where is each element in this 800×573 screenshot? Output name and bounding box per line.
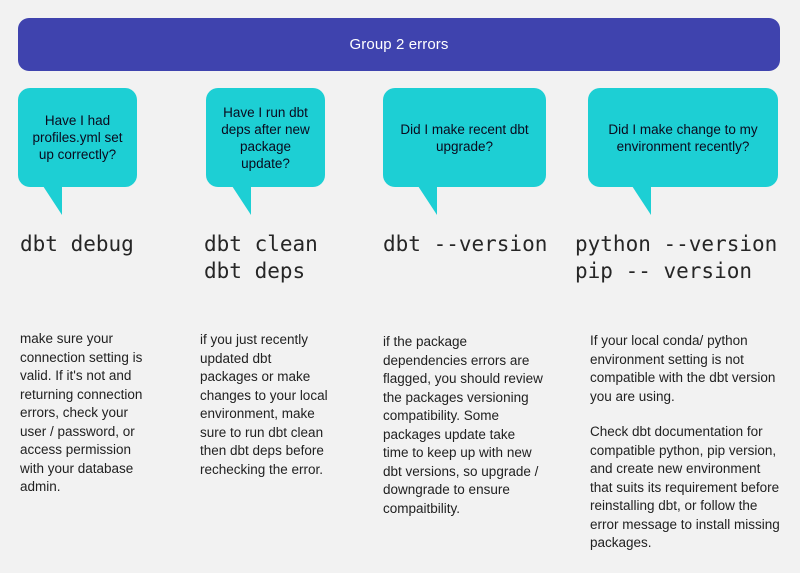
speech-bubble-1: Have I had profiles.yml set up correctly… xyxy=(18,88,137,187)
command-block-4: python --version pip -- version xyxy=(575,232,778,283)
description-paragraph: if you just recently updated dbt package… xyxy=(200,332,328,477)
speech-bubble-tail-3 xyxy=(418,186,437,215)
bubble-question-3: Did I make recent dbt upgrade? xyxy=(400,121,529,154)
page-title: Group 2 errors xyxy=(349,36,449,53)
bubble-question-1: Have I had profiles.yml set up correctly… xyxy=(32,113,123,162)
description-2: if you just recently updated dbt package… xyxy=(200,331,328,479)
description-4: If your local conda/ python environment … xyxy=(590,332,780,553)
description-paragraph: If your local conda/ python environment … xyxy=(590,333,776,404)
description-paragraph: Check dbt documentation for compatible p… xyxy=(590,424,780,550)
bubble-question-4: Did I make change to my environment rece… xyxy=(608,121,758,154)
speech-bubble-4: Did I make change to my environment rece… xyxy=(588,88,778,187)
description-3: if the package dependencies errors are f… xyxy=(383,333,543,518)
speech-bubble-3: Did I make recent dbt upgrade? xyxy=(383,88,546,187)
description-paragraph: if the package dependencies errors are f… xyxy=(383,334,543,516)
description-1: make sure your connection setting is val… xyxy=(20,330,145,497)
description-paragraph: make sure your connection setting is val… xyxy=(20,331,143,494)
speech-bubble-tail-2 xyxy=(232,186,251,215)
speech-bubble-2: Have I run dbt deps after new package up… xyxy=(206,88,325,187)
bubble-question-2: Have I run dbt deps after new package up… xyxy=(221,104,310,171)
command-block-1: dbt debug xyxy=(20,232,134,256)
command-block-2: dbt clean dbt deps xyxy=(204,232,318,283)
header-banner: Group 2 errors xyxy=(18,18,780,71)
speech-bubble-tail-4 xyxy=(632,186,651,215)
command-block-3: dbt --version xyxy=(383,232,548,256)
speech-bubble-tail-1 xyxy=(43,186,62,215)
